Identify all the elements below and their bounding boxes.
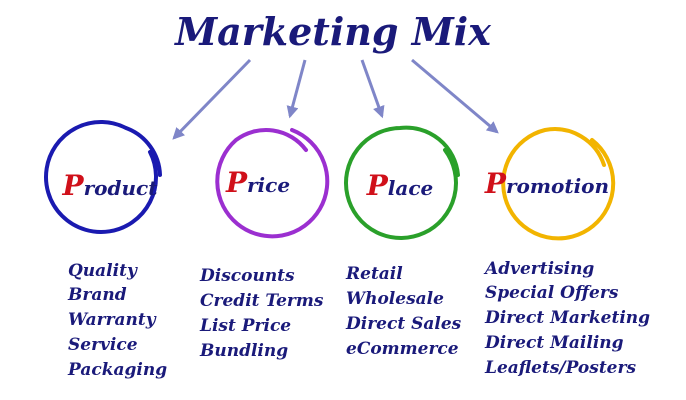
item-service: Service [68, 335, 138, 355]
ring-place [343, 125, 460, 240]
pillar-label-promotion: Promotion [484, 167, 609, 200]
arrow-to-promotion [411, 58, 499, 134]
arrow-to-place [360, 59, 385, 119]
item-leaflets-posters: Leaflets/Posters [484, 358, 636, 378]
item-advertising: Advertising [483, 259, 594, 279]
diagram-title: Marketing Mix [173, 9, 492, 54]
item-direct-sales: Direct Sales [345, 314, 462, 334]
pillar-label-product: Product [62, 169, 159, 202]
item-special-offers: Special Offers [485, 283, 619, 303]
item-quality: Quality [68, 261, 138, 281]
item-bundling: Bundling [199, 341, 288, 361]
item-discounts: Discounts [199, 266, 295, 286]
item-brand: Brand [67, 285, 127, 305]
item-wholesale: Wholesale [346, 289, 444, 309]
item-direct-marketing: Direct Marketing [484, 308, 650, 328]
pillar-label-place: Place [366, 169, 434, 202]
item-credit-terms: Credit Terms [200, 291, 324, 311]
pillar-product: Product Quality Brand Warranty Service P… [44, 120, 167, 380]
ring-product [44, 120, 162, 234]
item-warranty: Warranty [68, 310, 157, 330]
pillar-place: Place Retail Wholesale Direct Sales eCom… [343, 125, 462, 359]
ring-price [215, 128, 330, 239]
item-ecommerce: eCommerce [346, 339, 459, 359]
pillar-promotion: Promotion Advertising Special Offers Dir… [483, 127, 650, 378]
item-list-price: List Price [199, 316, 291, 336]
item-packaging: Packaging [67, 360, 167, 380]
pillar-price: Price Discounts Credit Terms List Price … [199, 128, 330, 361]
item-retail: Retail [345, 264, 403, 284]
ring-promotion [501, 127, 616, 241]
arrow-to-price [286, 59, 307, 119]
arrows [172, 58, 499, 140]
pillar-label-price: Price [225, 166, 290, 199]
arrow-to-product [172, 58, 252, 140]
item-direct-mailing: Direct Mailing [484, 333, 624, 353]
